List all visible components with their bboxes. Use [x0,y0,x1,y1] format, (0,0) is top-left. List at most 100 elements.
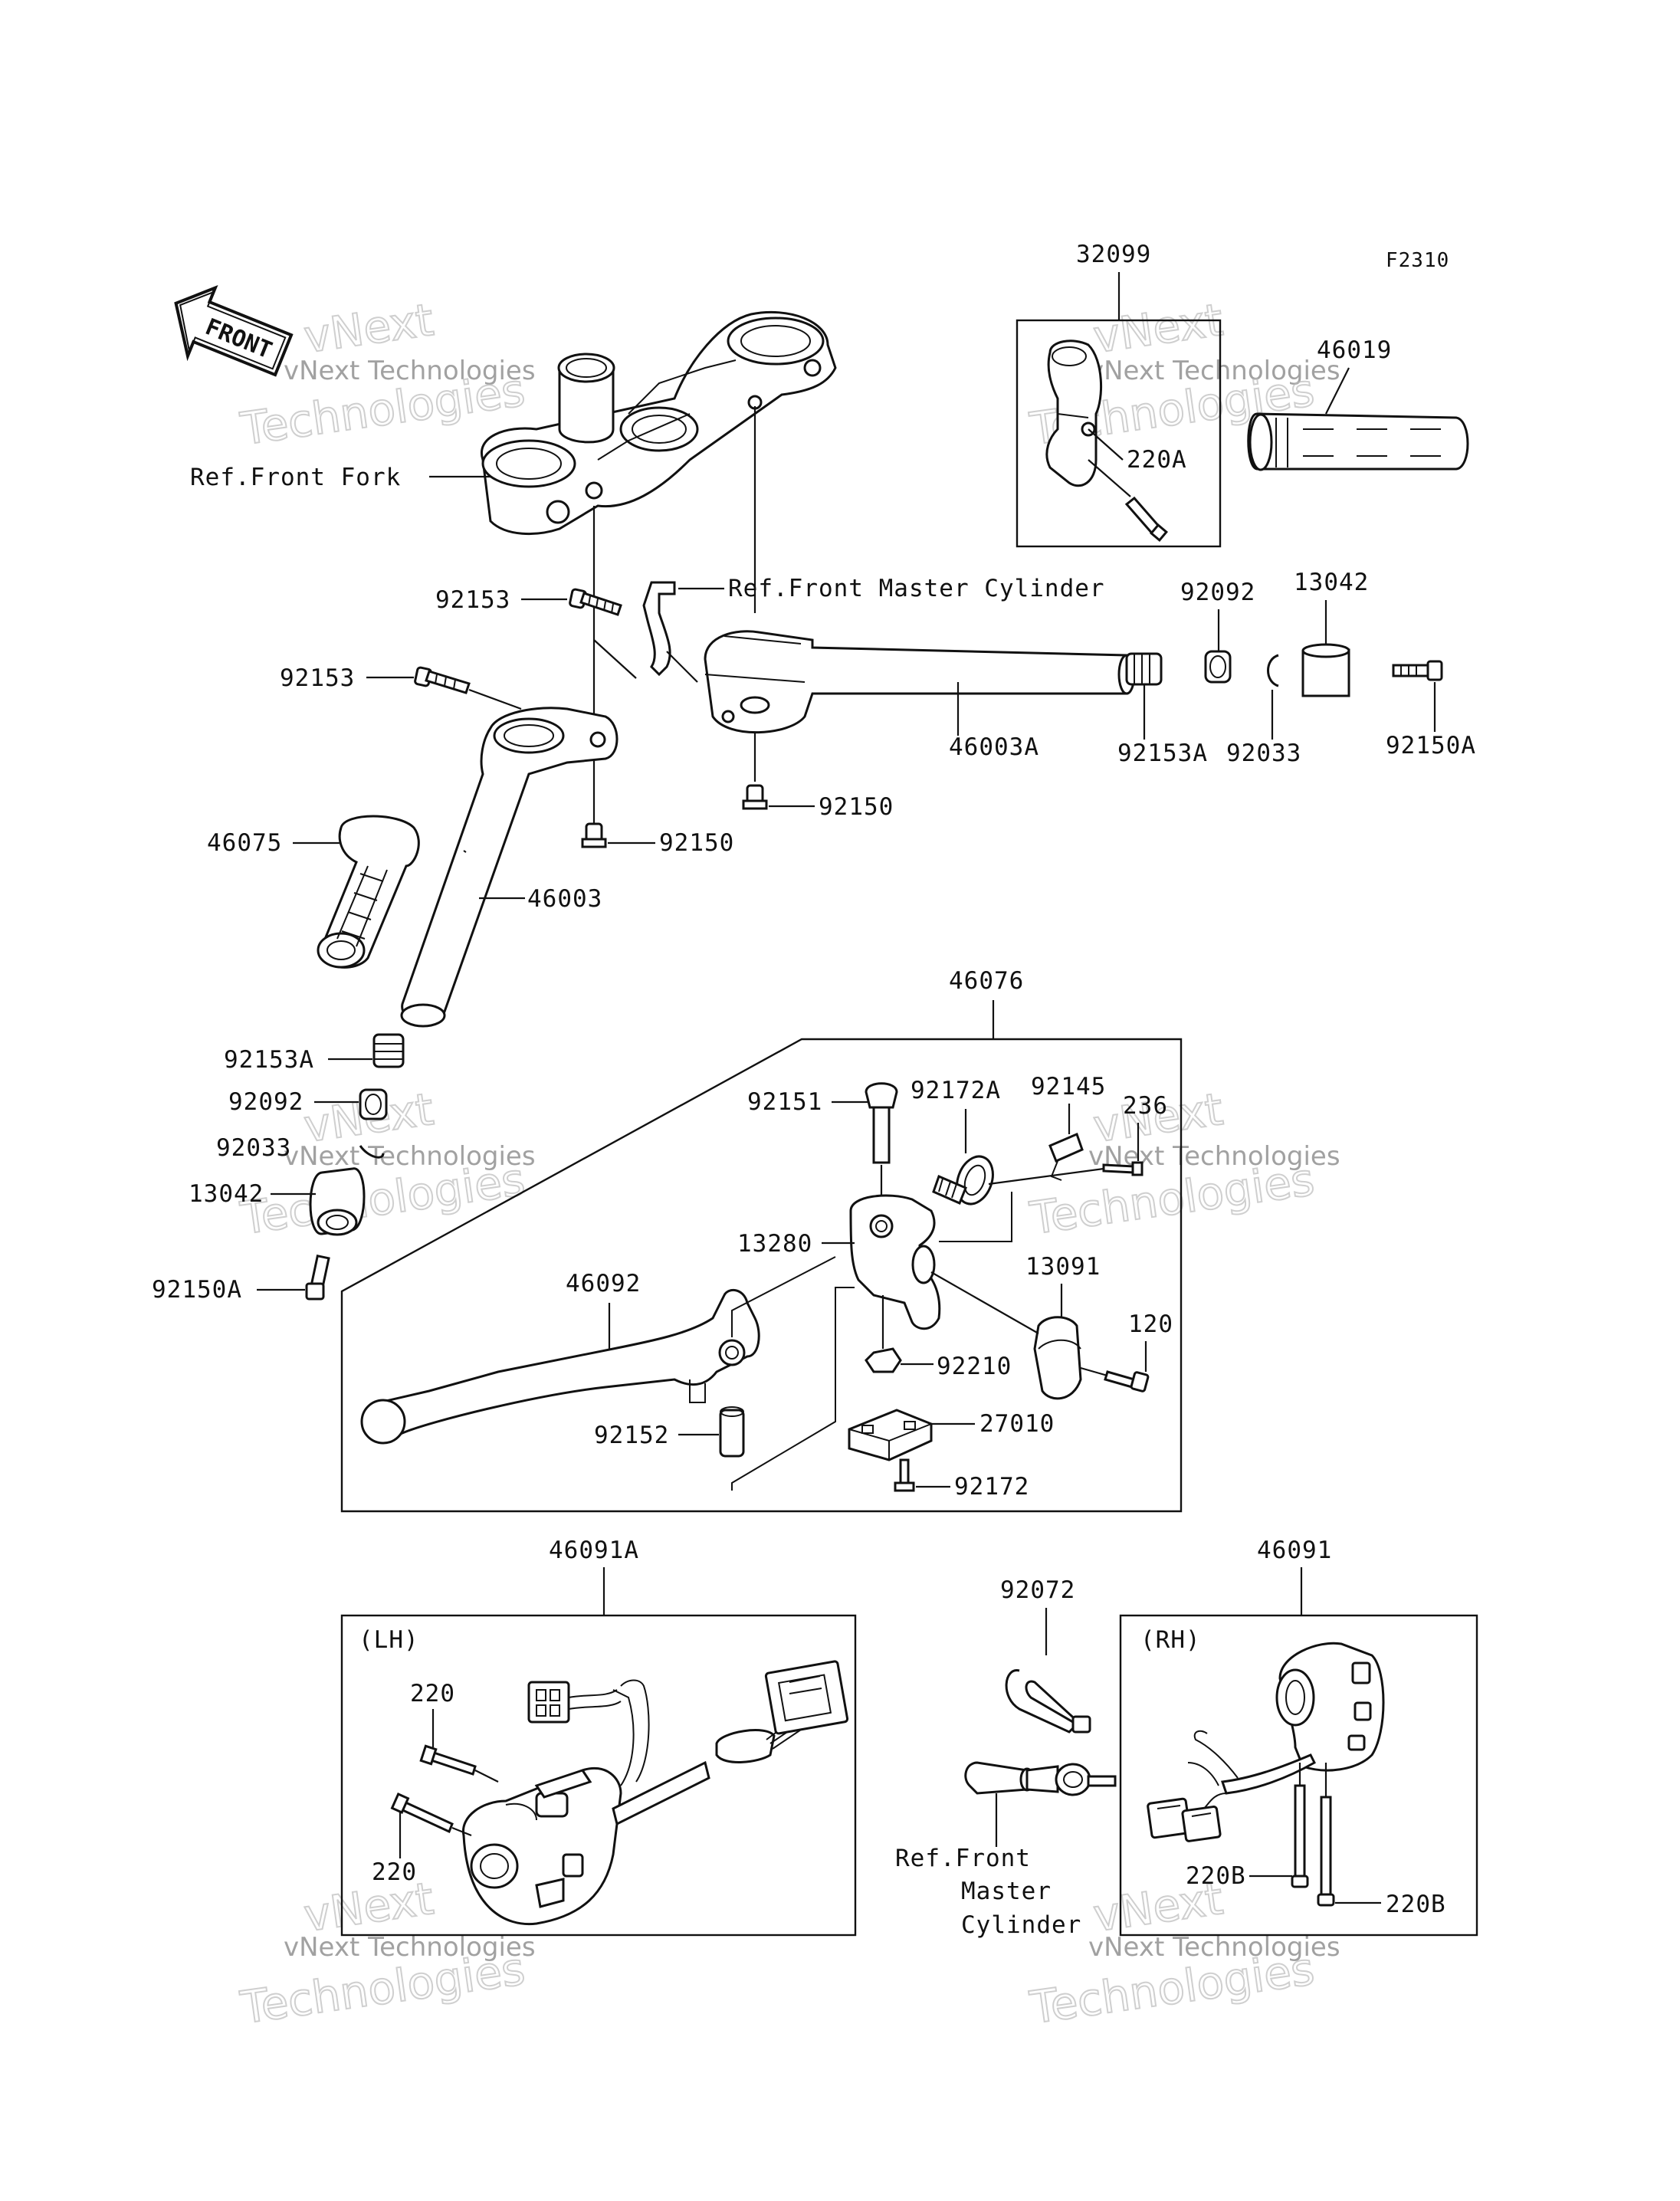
part-220-upper: 220 [410,1680,455,1707]
part-46003A: 46003A [949,733,1039,761]
svg-text:vNext: vNext [1090,294,1226,363]
svg-text:vNext Technologies: vNext Technologies [284,1141,536,1172]
adjuster-92172A [932,1155,994,1205]
part-32099: 32099 [1076,241,1151,268]
grip-46019 [1247,412,1469,471]
cable-band-92072 [1005,1669,1091,1734]
bolt-92153-upper [569,588,622,616]
part-92210: 92210 [937,1353,1012,1380]
part-92153A-right: 92153A [1117,740,1208,767]
brake-switch-hose [964,1761,1117,1796]
svg-text:vNext Technologies: vNext Technologies [284,1932,536,1963]
clamp-13091 [1033,1316,1082,1400]
part-92150-left: 92150 [659,829,734,857]
bolt-92150A-left [305,1254,330,1301]
part-120: 120 [1128,1310,1173,1338]
damper-92092-left [359,1088,388,1120]
collar-92152 [719,1406,745,1458]
part-92151: 92151 [747,1088,822,1116]
part-46003: 46003 [527,885,602,913]
part-13091: 13091 [1025,1253,1101,1281]
part-46076: 46076 [949,967,1024,995]
bolt-92150-left [581,822,607,848]
part-92092-right: 92092 [1180,579,1255,606]
plug-92153A-left [372,1033,405,1068]
part-46091: 46091 [1257,1537,1332,1564]
top-triple-clamp [480,310,837,536]
bolt-120 [1104,1370,1150,1392]
screw-220B-a [1291,1784,1309,1888]
part-220B-b: 220B [1386,1891,1446,1918]
box-32099 [1016,319,1222,548]
ref-cylinder-label: Cylinder [961,1911,1081,1939]
part-92145: 92145 [1031,1073,1106,1100]
circlip-92033-left [359,1145,385,1159]
watermark-1: vNext vNext Technologies Technologies [236,293,536,456]
ref-front-fork-label: Ref.Front Fork [190,464,401,491]
part-220B-a: 220B [1186,1862,1246,1890]
throttle-housing [1045,339,1102,487]
part-92152: 92152 [594,1422,669,1449]
lh-switch-housing [462,1766,622,1926]
part-13042-left: 13042 [189,1180,264,1208]
part-92092-left: 92092 [228,1088,304,1116]
part-46075: 46075 [207,829,282,857]
weight-13042-left [309,1167,366,1236]
bolt-92151 [865,1082,898,1164]
screw-220-upper [419,1744,477,1776]
screw-92172 [894,1458,915,1492]
clutch-cable-bracket [642,581,676,677]
part-92172: 92172 [954,1473,1029,1501]
part-92072: 92072 [1000,1576,1075,1604]
rh-wiring-harness [1147,1730,1316,1842]
lh-wiring-harness [527,1660,849,1826]
grip-46075 [317,815,420,969]
bolt-92153-lower [414,666,471,694]
ref-front-master-cylinder-label: Ref.Front Master Cylinder [728,575,1105,602]
damper-92092-right [1204,650,1232,684]
lever-bracket-13280 [849,1194,941,1330]
part-27010: 27010 [979,1410,1055,1438]
side-rh-label: (RH) [1140,1626,1201,1654]
figure-code: F2310 [1386,249,1449,272]
part-92172A: 92172A [911,1077,1001,1104]
box-46091 [1119,1614,1478,1937]
part-92153-upper: 92153 [435,586,510,614]
part-236: 236 [1123,1092,1168,1120]
side-lh-label: (LH) [359,1626,419,1654]
part-92150A-right: 92150A [1386,732,1476,759]
part-92033-right: 92033 [1226,740,1301,767]
watermark-6: vNext vNext Technologies Technologies [1025,1871,1340,2035]
part-92150-right: 92150 [819,793,894,821]
bolt-92150-right [742,784,768,810]
svg-text:vNext Technologies: vNext Technologies [284,356,536,386]
part-46092: 46092 [566,1270,641,1297]
watermark-4: vNext vNext Technologies Technologies [1025,1082,1340,1245]
part-46019: 46019 [1317,336,1392,364]
part-220A: 220A [1127,446,1187,474]
screw-236 [1102,1161,1144,1176]
rh-switch-housing [1275,1642,1385,1772]
circlip-92033-right [1267,654,1279,687]
box-46091A [340,1614,857,1937]
brake-lever-46092 [360,1288,760,1445]
weight-13042-right [1301,643,1350,697]
plug-92153A-right [1125,652,1163,686]
part-92150A-left: 92150A [152,1276,242,1304]
nut-92210 [865,1347,902,1373]
part-92033-left: 92033 [216,1134,291,1162]
front-arrow-icon: FRONT [174,284,294,377]
svg-text:vNext Technologies: vNext Technologies [1088,1932,1340,1963]
screw-220A [1124,496,1168,542]
screw-220-lower [390,1793,454,1834]
switch-27010 [848,1409,933,1461]
part-92153A-left: 92153A [224,1046,314,1074]
box-46076 [340,1038,1183,1513]
svg-text:vNext: vNext [300,294,436,363]
part-13280: 13280 [737,1230,812,1258]
part-46091A: 46091A [549,1537,639,1564]
handlebar-46003A [704,630,1136,734]
ref-front-label: Ref.Front [895,1845,1031,1872]
